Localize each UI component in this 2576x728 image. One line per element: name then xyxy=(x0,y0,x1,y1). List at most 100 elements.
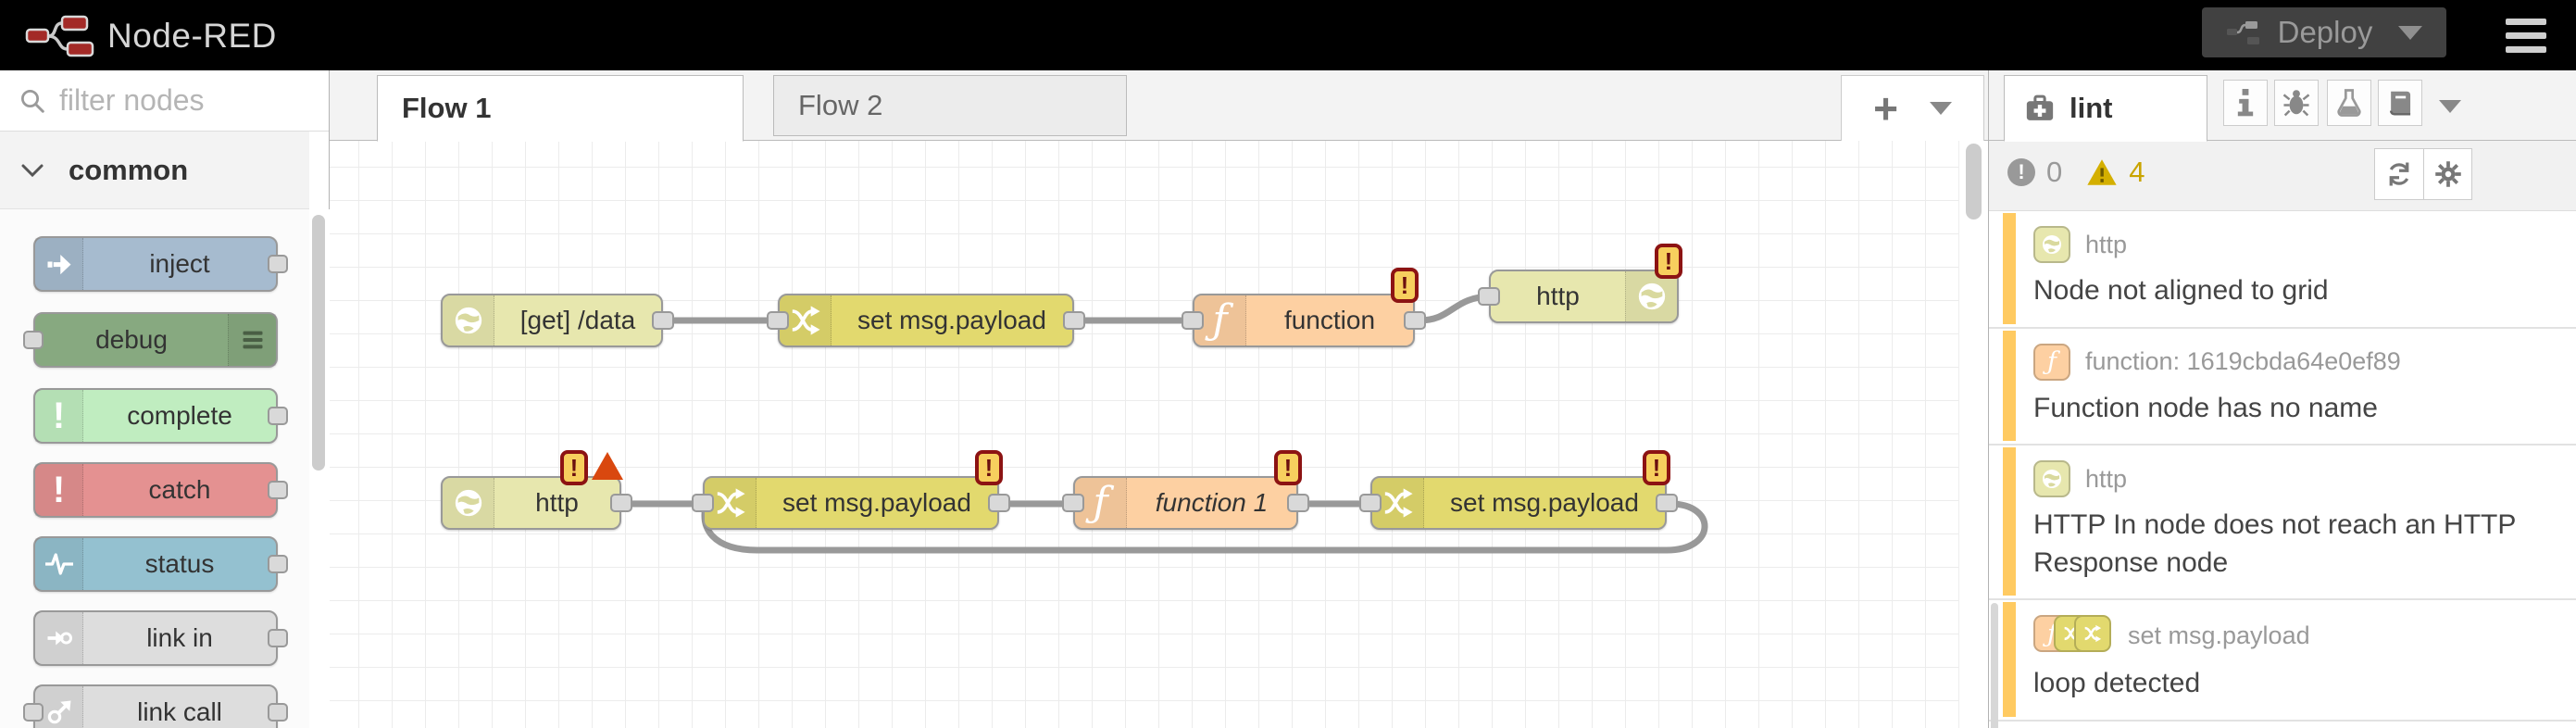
http-node-mini-icon xyxy=(2033,226,2070,263)
output-port[interactable] xyxy=(1656,494,1678,512)
flow-node-http-in-2[interactable]: ! http xyxy=(441,450,632,530)
palette-node-link-in[interactable]: link in xyxy=(33,610,288,666)
lint-warning-badge: ! xyxy=(1391,268,1419,303)
warning-count: 4 xyxy=(2129,156,2145,188)
lint-warning-badge: ! xyxy=(560,450,588,485)
output-port[interactable] xyxy=(1063,311,1085,330)
warning-stripe xyxy=(2003,213,2016,324)
globe-icon xyxy=(1625,271,1677,321)
error-count-icon: ! xyxy=(2007,158,2035,186)
refresh-icon xyxy=(2389,162,2409,186)
tab-lint-label: lint xyxy=(2070,92,2113,124)
sidebar-scrollbar[interactable] xyxy=(1991,603,1998,728)
globe-icon xyxy=(443,295,494,345)
output-port xyxy=(268,481,288,499)
output-port xyxy=(268,629,288,647)
heartbeat-icon xyxy=(35,538,83,590)
tab-actions: + xyxy=(1841,75,1984,141)
error-triangle-icon xyxy=(592,452,623,480)
deploy-options-caret-icon[interactable] xyxy=(2398,25,2423,40)
warning-stripe xyxy=(2003,602,2016,717)
flow-list-caret-icon[interactable] xyxy=(1929,102,1952,115)
error-count: 0 xyxy=(2046,156,2063,188)
flow-node-http-in-get-data[interactable]: [get] /data xyxy=(441,294,674,347)
canvas-scrollbar[interactable] xyxy=(1958,141,1988,728)
link-in-icon xyxy=(35,612,83,664)
flow-node-change-set-payload-3[interactable]: ! set msg.payload xyxy=(1359,450,1678,530)
warning-stripe xyxy=(2003,330,2016,441)
flow-canvas[interactable]: [get] /data set msg.payload ! xyxy=(330,141,1988,728)
flow-node-change-set-payload-2[interactable]: ! set msg.payload xyxy=(692,450,1010,530)
tab-lint[interactable]: lint xyxy=(2004,75,2207,142)
palette-node-catch[interactable]: ! catch xyxy=(33,462,288,518)
palette-node-debug[interactable]: debug xyxy=(23,312,278,368)
app-title: Node-RED xyxy=(107,17,277,55)
debug-icon xyxy=(228,314,276,366)
palette-scrollbar[interactable] xyxy=(309,209,330,728)
flow-node-function[interactable]: ! ƒ function xyxy=(1182,268,1426,347)
output-port xyxy=(268,407,288,425)
settings-button[interactable] xyxy=(2423,149,2471,199)
tab-flow-2[interactable]: Flow 2 xyxy=(773,75,1127,136)
tab-info[interactable] xyxy=(2223,80,2268,126)
input-port[interactable] xyxy=(692,494,714,512)
output-port[interactable] xyxy=(1404,311,1426,330)
output-port[interactable] xyxy=(610,494,632,512)
add-flow-button[interactable]: + xyxy=(1873,84,1898,132)
brand: Node-RED xyxy=(24,13,277,59)
lint-item-function-no-name[interactable]: ƒ function: 1619cbda64e0ef89 Function no… xyxy=(1989,328,2576,446)
input-port[interactable] xyxy=(1182,311,1204,330)
flow-node-http-response[interactable]: ! http xyxy=(1478,244,1682,323)
input-port[interactable] xyxy=(1359,494,1382,512)
first-aid-kit-icon xyxy=(2026,94,2054,120)
globe-icon xyxy=(443,478,494,528)
lint-toolbar-buttons xyxy=(2374,148,2472,200)
refresh-button[interactable] xyxy=(2375,149,2423,199)
inject-icon xyxy=(35,238,83,290)
lint-warning-badge: ! xyxy=(1274,450,1302,485)
lint-counts: ! 0 4 xyxy=(2007,156,2145,189)
tab-flow-1[interactable]: Flow 1 xyxy=(377,75,744,142)
tab-help[interactable] xyxy=(2378,80,2422,126)
lint-item-node-not-aligned[interactable]: http Node not aligned to grid xyxy=(1989,211,2576,329)
main-menu-button[interactable] xyxy=(2506,15,2546,56)
warning-triangle-icon xyxy=(2087,159,2117,185)
output-port[interactable] xyxy=(652,311,674,330)
exclamation-icon: ! xyxy=(35,390,83,442)
lint-issue-list: http Node not aligned to grid ƒ function… xyxy=(1989,211,2576,728)
palette-category-label: common xyxy=(69,153,189,186)
palette-node-complete[interactable]: ! complete xyxy=(33,388,288,444)
palette-node-link-call[interactable]: link call xyxy=(23,684,288,728)
shuffle-icon xyxy=(780,295,832,345)
input-port[interactable] xyxy=(1478,287,1500,306)
palette-search[interactable]: filter nodes xyxy=(0,70,329,132)
sidebar-tab-bar: lint xyxy=(1989,70,2576,142)
palette-node-list: inject debug ! co xyxy=(0,209,309,728)
wires xyxy=(621,293,1708,554)
output-port[interactable] xyxy=(988,494,1010,512)
sidebar-tabs-caret-icon[interactable] xyxy=(2439,100,2461,113)
flow-node-change-set-payload-1[interactable]: set msg.payload xyxy=(767,294,1085,347)
palette-node-status[interactable]: status xyxy=(33,536,288,592)
info-icon xyxy=(2237,89,2254,117)
tab-debug[interactable] xyxy=(2274,80,2319,126)
flask-icon xyxy=(2337,89,2361,117)
palette-search-placeholder: filter nodes xyxy=(59,83,205,117)
node-red-logo-icon xyxy=(25,15,94,57)
input-port[interactable] xyxy=(767,311,789,330)
output-port xyxy=(268,703,288,722)
output-port[interactable] xyxy=(1287,494,1309,512)
lint-item-http-no-response[interactable]: http HTTP In node does not reach an HTTP… xyxy=(1989,446,2576,600)
tab-config-nodes[interactable] xyxy=(2327,80,2371,126)
deploy-label: Deploy xyxy=(2277,15,2373,49)
input-port[interactable] xyxy=(1062,494,1084,512)
deploy-button[interactable]: Deploy xyxy=(2202,7,2446,57)
lint-item-loop-detected[interactable]: ƒ xyxy=(1989,600,2576,722)
palette-category-common[interactable]: common xyxy=(0,132,309,209)
workspace: Flow 1 Flow 2 + xyxy=(330,70,1988,728)
bug-icon xyxy=(2282,90,2310,117)
flow-node-function-1[interactable]: ! ƒ function 1 xyxy=(1062,450,1309,530)
input-port xyxy=(23,703,44,722)
palette-node-inject[interactable]: inject xyxy=(33,236,288,292)
